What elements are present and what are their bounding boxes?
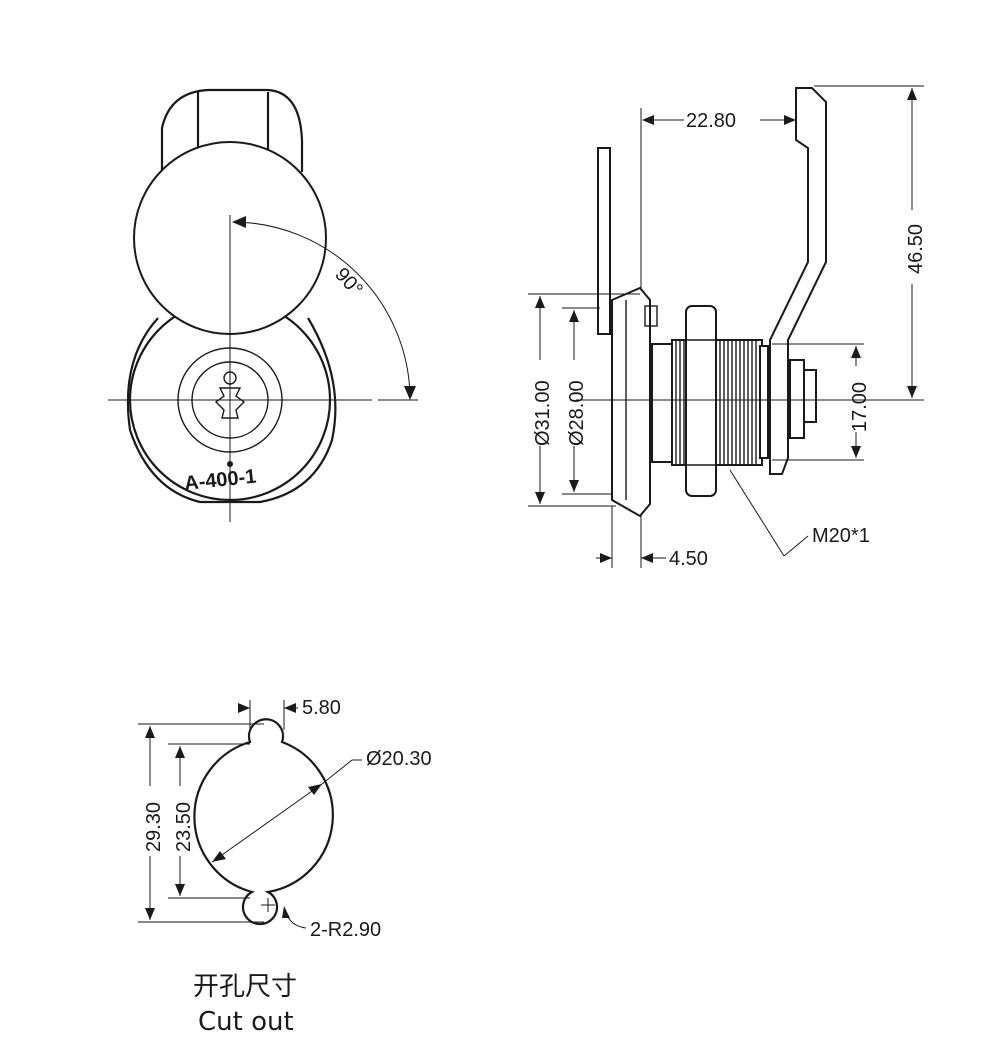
angle-label: 90° (330, 264, 367, 301)
dim-4-50: 4.50 (669, 548, 708, 570)
dim-23-50: 23.50 (173, 802, 195, 852)
cutout-outline (193, 718, 334, 926)
front-lever (160, 88, 304, 178)
dim-radius: 2-R2.90 (310, 919, 381, 941)
caption-chinese: 开孔尺寸 (193, 972, 297, 1002)
dim-5-80: 5.80 (302, 697, 341, 719)
side-view: 22.80 46.50 17.00 Ø31.00 Ø28.00 (528, 85, 927, 570)
dim-46-50: 46.50 (905, 224, 927, 274)
bezel (611, 286, 651, 518)
lock-body (651, 343, 673, 463)
panel-plate (597, 147, 611, 335)
hex-nut (685, 305, 717, 497)
cam-screw (789, 359, 805, 439)
cam-lever (769, 87, 827, 475)
dim-dia-20-30: Ø20.30 (366, 748, 432, 770)
dim-29-30: 29.30 (143, 802, 165, 852)
stamp-text: A-400-1 (183, 466, 257, 495)
dim-17-00: 17.00 (849, 382, 871, 432)
caption-english: Cut out (198, 1007, 294, 1037)
thread-label: M20*1 (812, 525, 870, 547)
dim-22-80: 22.80 (686, 110, 736, 132)
cutout-view: Ø20.30 5.80 29.30 23.50 2-R2.90 开孔 (138, 697, 432, 1037)
dim-dia-31: Ø31.00 (532, 380, 554, 446)
rotation-arc (234, 221, 411, 396)
front-view: 90° A-400-1 (108, 88, 418, 522)
dim-dia-28: Ø28.00 (566, 380, 588, 446)
